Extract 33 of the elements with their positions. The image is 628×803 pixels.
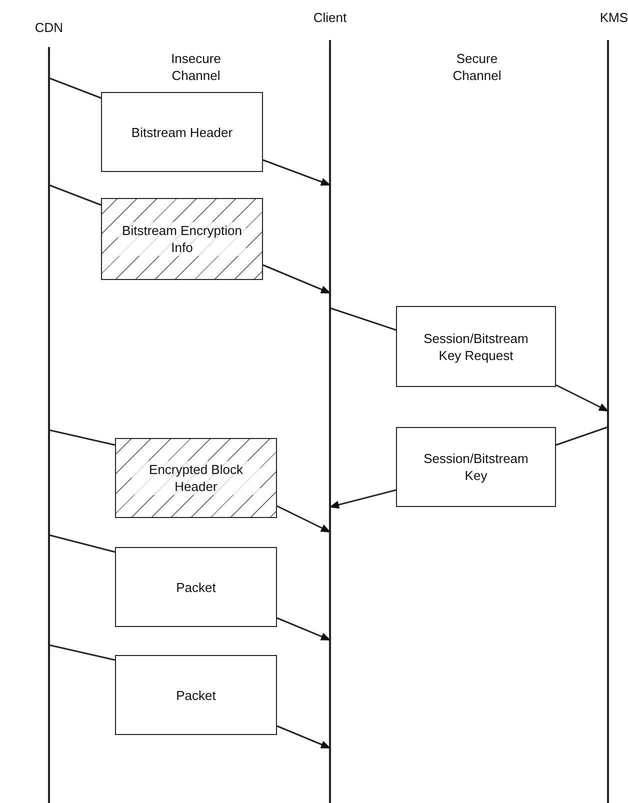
connector-line [48, 644, 116, 661]
connector-line [48, 534, 116, 553]
message-text: Encrypted Block Header [132, 461, 260, 495]
connector-line [48, 429, 116, 446]
arrow [262, 159, 331, 186]
arrow [276, 505, 331, 533]
message-text: Session/Bitstream Key [422, 450, 530, 484]
connector-line [330, 307, 396, 331]
lifeline-label: Client [312, 10, 348, 25]
arrow [262, 264, 331, 294]
message-box [396, 427, 556, 507]
message-text: Session/Bitstream Key Request [422, 330, 530, 364]
lifeline-label: CDN [34, 20, 64, 35]
hatched-message-box [115, 438, 277, 518]
channel-label: Insecure Channel [170, 50, 222, 84]
message-box [115, 547, 277, 627]
arrow [276, 617, 331, 641]
connector-line [48, 184, 102, 206]
connector-line [556, 426, 608, 446]
message-text: Packet [176, 686, 216, 704]
arrow [329, 489, 396, 509]
message-box [396, 306, 556, 387]
arrow [276, 725, 331, 749]
message-box [115, 655, 277, 735]
hatched-message-box [101, 198, 263, 280]
lifeline-label: KMS [598, 10, 628, 25]
message-text: Packet [176, 578, 216, 596]
message-text: Bitstream Encryption Info [118, 222, 246, 256]
message-box [101, 92, 263, 172]
arrow [556, 384, 609, 412]
message-text: Bitstream Header [131, 124, 233, 140]
connector-line [48, 77, 102, 99]
channel-label: Secure Channel [452, 50, 502, 84]
